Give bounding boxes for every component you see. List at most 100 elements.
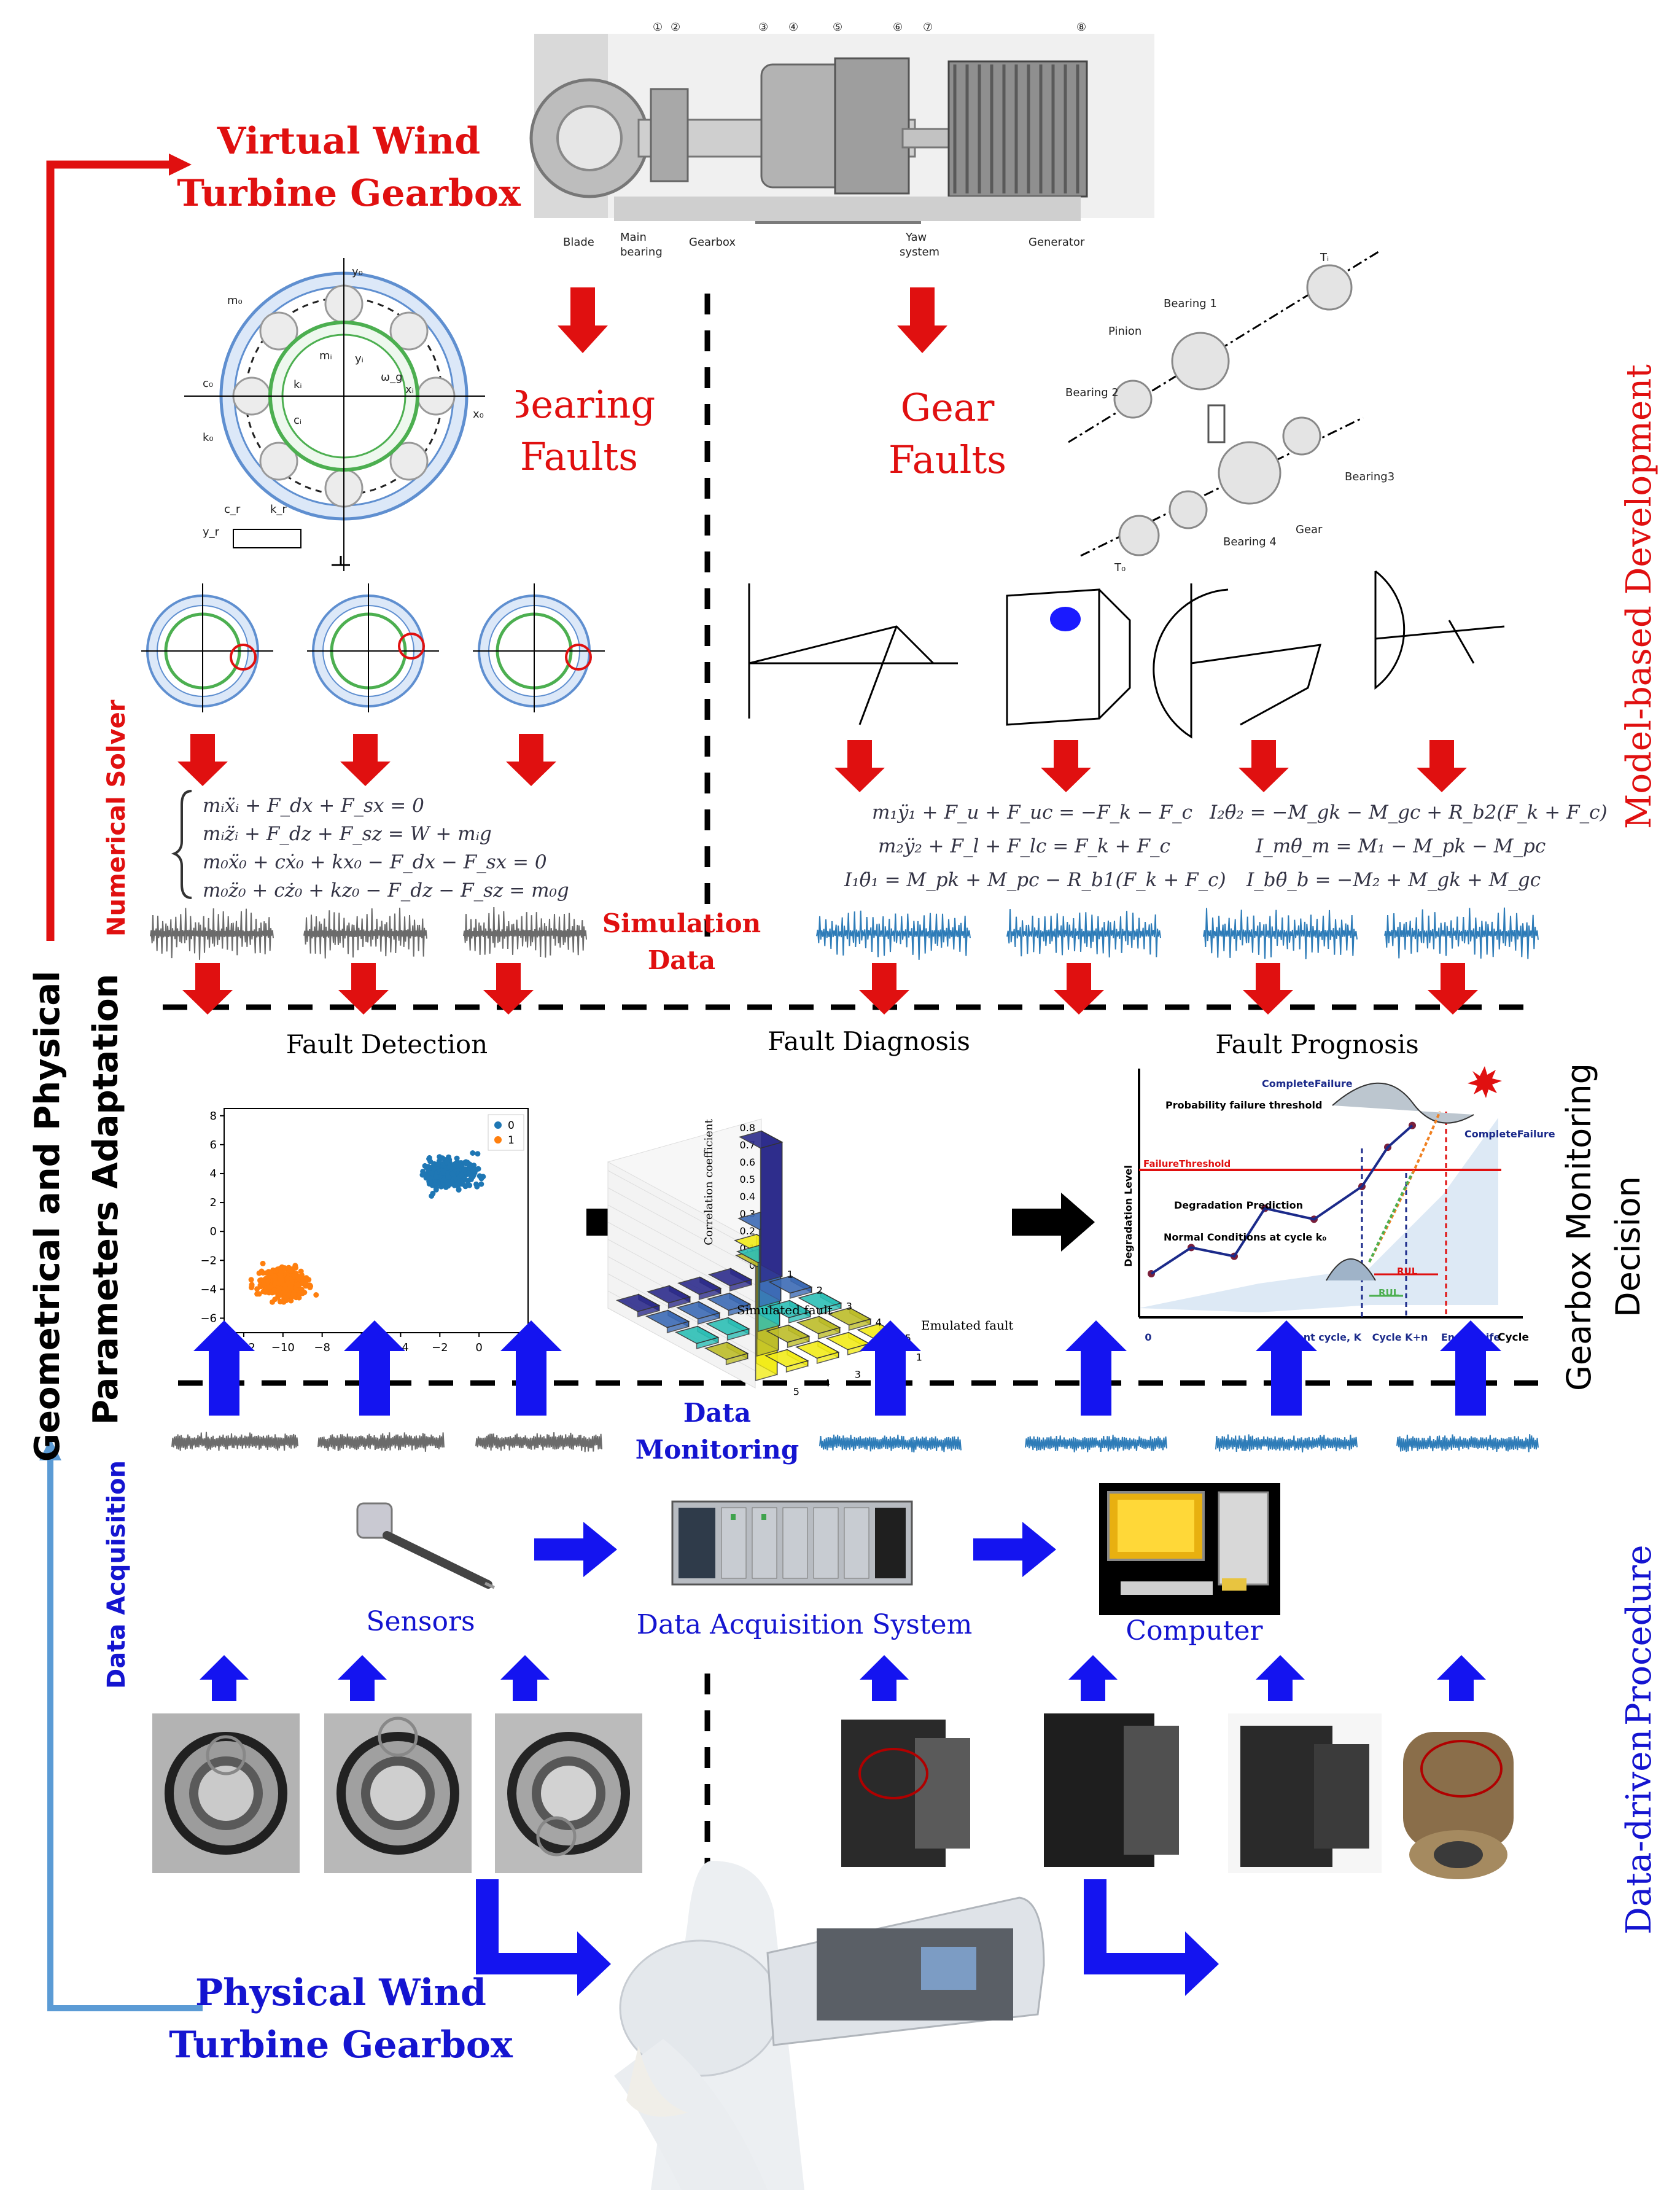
bar3d-xtick-label: 2 [817,1285,823,1296]
arrow-to-bearing-faults [558,287,608,353]
svg-text:Main: Main [620,231,647,244]
gear-equations-right: I₂θ̈₂ = −M_gk − M_gc + R_b2(F_k + F_c) I… [1209,801,1608,891]
model-based-label: Model-based Development [1619,364,1659,829]
bar3d-xtick-label: 3 [846,1301,852,1312]
daq-illustration [671,1500,913,1586]
adaptation-loop-red [46,160,172,941]
svg-text:Generator: Generator [1029,236,1085,249]
arrow-to-gear-faults [897,287,947,353]
scatter-point-1 [265,1278,271,1284]
fault-detection-heading: Fault Detection [286,1029,488,1059]
scatter-point-0 [470,1167,476,1174]
scatter-point-0 [429,1193,435,1199]
bar3d-ytick-label: 5 [793,1385,799,1397]
scatter-point-1 [260,1270,266,1276]
bar3d-bar [677,1276,722,1300]
mon-waveform-bearing-1 [171,1432,298,1451]
svg-text:m₂ÿ₂ + F_l + F_lc = F_k + F_c: m₂ÿ₂ + F_l + F_lc = F_k + F_c [878,835,1170,857]
bar3d-gridline [607,1273,756,1354]
mon-waveform-gear-2 [1025,1435,1167,1452]
fault-diagnosis-bar-chart: 00.10.20.30.40.50.60.70.81122334455Simul… [607,1118,1013,1397]
sim-waveform-bearing-3 [463,906,587,958]
scatter-point-0 [456,1187,462,1193]
scatter-point-0 [478,1181,484,1187]
scatter-point-1 [260,1260,266,1266]
bar3d-bar [827,1307,872,1331]
prog-failure-distribution [1332,1082,1474,1124]
svg-text:Gear: Gear [1296,523,1323,536]
data-driven-label: Data-driven Procedure [1619,1545,1659,1935]
gear-model-diagram: Bearing 1 Bearing 2 Bearing3 Bearing 4 P… [1065,251,1394,574]
svg-text:⑦: ⑦ [923,21,933,34]
scatter-xtick-label: −2 [432,1341,448,1354]
scatter-point-1 [262,1289,268,1295]
svg-text:m₀: m₀ [227,294,243,307]
scatter-point-0 [426,1175,432,1181]
svg-text:T₀: T₀ [1114,561,1126,574]
scatter-point-1 [313,1292,319,1298]
scatter-point-1 [288,1298,294,1304]
svg-text:Blade: Blade [563,236,594,249]
prog-annotation: FailureThreshold [1143,1158,1231,1169]
svg-text:Gearbox: Gearbox [689,236,736,249]
simulation-data-1: Simulation [602,908,761,938]
gear-faults-1: Gear [901,385,995,430]
bar3d-ztick-label: 0.6 [740,1156,755,1168]
bar3d-ztick-label: 0.4 [740,1191,755,1202]
blue-arrows-group [193,1320,1501,1996]
scatter-legend-label: 1 [508,1134,515,1147]
scatter-point-0 [475,1151,481,1157]
bar3d-bar [647,1285,691,1309]
svg-text:y_r: y_r [203,526,220,539]
sim-waveform-gear-3 [1203,908,1358,960]
wind-turbine-illustration [614,1861,1045,2190]
svg-text:Bearing 2: Bearing 2 [1065,386,1119,399]
scatter-ytick-label: −4 [200,1283,217,1296]
adaptation-loop-blue [47,1455,203,2011]
scatter-point-1 [299,1280,305,1287]
bar3d-bar [796,1315,841,1339]
scatter-point-0 [437,1154,443,1160]
svg-text:Bearing 4: Bearing 4 [1223,536,1277,548]
prog-xlabel: Cycle [1498,1331,1529,1344]
bearing-faults-2: Faults [520,434,638,479]
bearing-photos [152,1713,642,1873]
gear-fault-diagrams [748,570,1505,739]
bar3d-bar [676,1301,721,1325]
data-monitoring-2: Monitoring [636,1435,799,1465]
svg-text:⑧: ⑧ [1076,21,1086,34]
scatter-point-0 [454,1155,460,1161]
scatter-point-1 [292,1265,298,1271]
scatter-point-0 [467,1161,473,1167]
scatter-legend [488,1114,524,1151]
svg-text:Pinion: Pinion [1108,325,1141,338]
daq-label: Data Acquisition System [637,1609,973,1640]
bearing-model-diagram: y₀ x₀ m₀ mᵢ yᵢ xᵢ ω_g k₀ c₀ kᵢ cᵢ k_r c_… [172,258,516,571]
prog-annotation: RUL [1397,1266,1418,1277]
scatter-point-1 [271,1287,278,1293]
adaptation-loop-blue-head [39,1438,61,1460]
prog-annotation: RUL [1379,1287,1399,1298]
svg-text:Tᵢ: Tᵢ [1320,251,1329,264]
scatter-plot-area [224,1108,529,1333]
computer-illustration [1099,1483,1280,1615]
bar3d-bar [707,1292,752,1316]
scatter-point-1 [303,1275,309,1281]
prog-failure-star-icon [1468,1066,1502,1098]
bar3d-bar [645,1309,690,1333]
monitoring-waveforms [171,1432,1539,1452]
bearing-fault-diagrams [141,583,605,712]
svg-text:cᵢ: cᵢ [294,414,301,427]
svg-text:mᵢẍᵢ + F_dx + F_sx = 0: mᵢẍᵢ + F_dx + F_sx = 0 [203,795,424,817]
svg-text:ω_g: ω_g [381,371,403,384]
svg-text:Decision: Decision [1609,1176,1647,1317]
svg-text:①: ① [653,21,663,34]
scatter-point-0 [445,1174,451,1180]
bar3d-ylabel: Emulated fault [921,1318,1013,1333]
scatter-legend-marker [494,1121,502,1129]
scatter-ytick-label: 0 [210,1225,217,1238]
svg-text:②: ② [671,21,680,34]
scatter-point-0 [474,1183,480,1190]
